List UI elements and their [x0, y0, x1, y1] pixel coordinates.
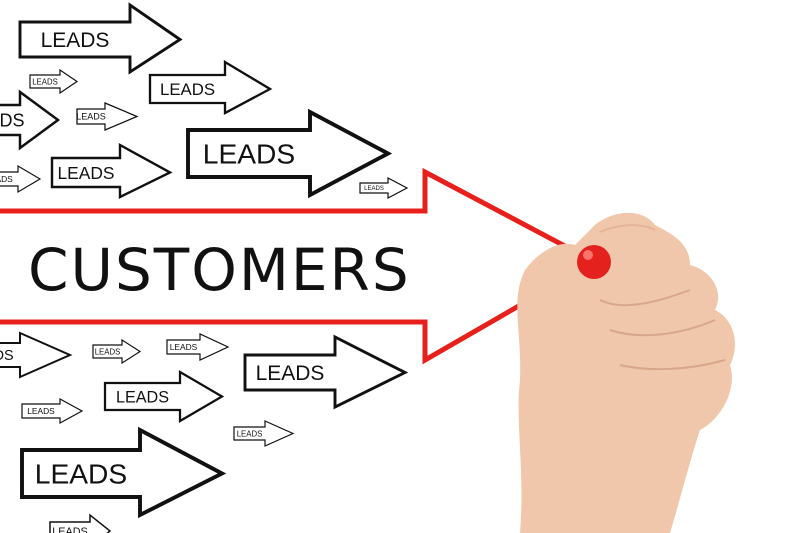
marker-tip	[577, 245, 611, 279]
lead-arrow: LEADS	[0, 164, 42, 194]
lead-arrow: LEADS	[21, 397, 84, 425]
lead-arrow-outline	[76, 102, 139, 131]
customers-arrow: CUSTOMERS	[0, 167, 601, 365]
lead-arrow-outline	[49, 513, 112, 533]
lead-arrow-label: LEADS	[237, 429, 263, 438]
lead-arrow-outline	[148, 59, 273, 115]
lead-arrow-outline	[243, 334, 409, 410]
lead-arrow-label: LEADS	[35, 458, 127, 490]
fingernail	[599, 224, 656, 233]
lead-arrow-label: LEADS	[256, 362, 325, 385]
hand-holding-marker	[517, 212, 735, 533]
finger-creases	[599, 289, 726, 371]
lead-arrow-label: LEADS	[0, 348, 14, 364]
lead-arrow: LEADS	[20, 426, 227, 519]
lead-arrow-label: LEADS	[364, 186, 384, 192]
lead-arrow-outline	[166, 333, 230, 361]
lead-arrow-outline	[29, 68, 79, 95]
lead-arrow-label: LEADS	[41, 29, 110, 52]
customers-label: CUSTOMERS	[28, 236, 411, 304]
lead-arrow-outline	[20, 426, 227, 519]
lead-arrow: LEADS	[29, 68, 79, 95]
lead-arrow: LEADS	[186, 108, 393, 199]
lead-arrow-label: LEADS	[52, 526, 87, 533]
lead-arrow-outline	[21, 397, 84, 425]
lead-arrow: LEADS	[92, 338, 142, 365]
lead-arrow-label: LEADS	[160, 80, 215, 99]
lead-arrow-label: LEADS	[0, 174, 13, 184]
lead-arrow-label: LEADS	[57, 163, 114, 183]
lead-arrow-label: LEADS	[95, 347, 121, 356]
lead-arrows: LEADS LEADS LEADS LEADS LEADS LEADS LEADS LEADS…	[0, 2, 409, 533]
lead-arrow: LEADS	[148, 59, 273, 115]
lead-arrow: LEADS	[166, 333, 230, 361]
lead-arrow: LEADS	[233, 420, 295, 447]
lead-arrow: LEADS	[49, 513, 112, 533]
lead-arrow-outline	[103, 370, 225, 423]
lead-arrow-label: LEADS	[27, 406, 55, 416]
lead-arrow: LEADS	[0, 89, 61, 151]
lead-arrow-label: LEADS	[0, 110, 25, 130]
lead-arrow-outline	[18, 2, 183, 75]
lead-arrow-outline	[233, 420, 295, 447]
marker-highlight	[583, 250, 593, 260]
lead-arrow: LEADS	[359, 177, 409, 199]
lead-arrow-outline	[0, 89, 61, 151]
lead-arrow-outline	[359, 177, 409, 199]
lead-arrow: LEADS	[76, 102, 139, 131]
lead-arrow: LEADS	[0, 331, 73, 379]
lead-arrow: LEADS	[103, 370, 225, 423]
lead-arrow-label: LEADS	[170, 342, 198, 352]
lead-arrow: LEADS	[50, 142, 173, 199]
lead-arrow-outline	[0, 164, 42, 194]
lead-arrow-label: LEADS	[76, 112, 106, 122]
lead-arrow: LEADS	[18, 2, 183, 75]
lead-arrow-label: LEADS	[32, 77, 58, 86]
lead-arrow-outline	[50, 142, 173, 199]
lead-arrow: LEADS	[243, 334, 409, 410]
lead-arrow-outline	[0, 331, 73, 379]
lead-arrow-label: LEADS	[203, 138, 295, 170]
lead-arrow-label: LEADS	[116, 388, 169, 406]
lead-arrow-outline	[92, 338, 142, 365]
lead-arrow-outline	[186, 108, 393, 199]
hand-skin	[517, 212, 735, 533]
